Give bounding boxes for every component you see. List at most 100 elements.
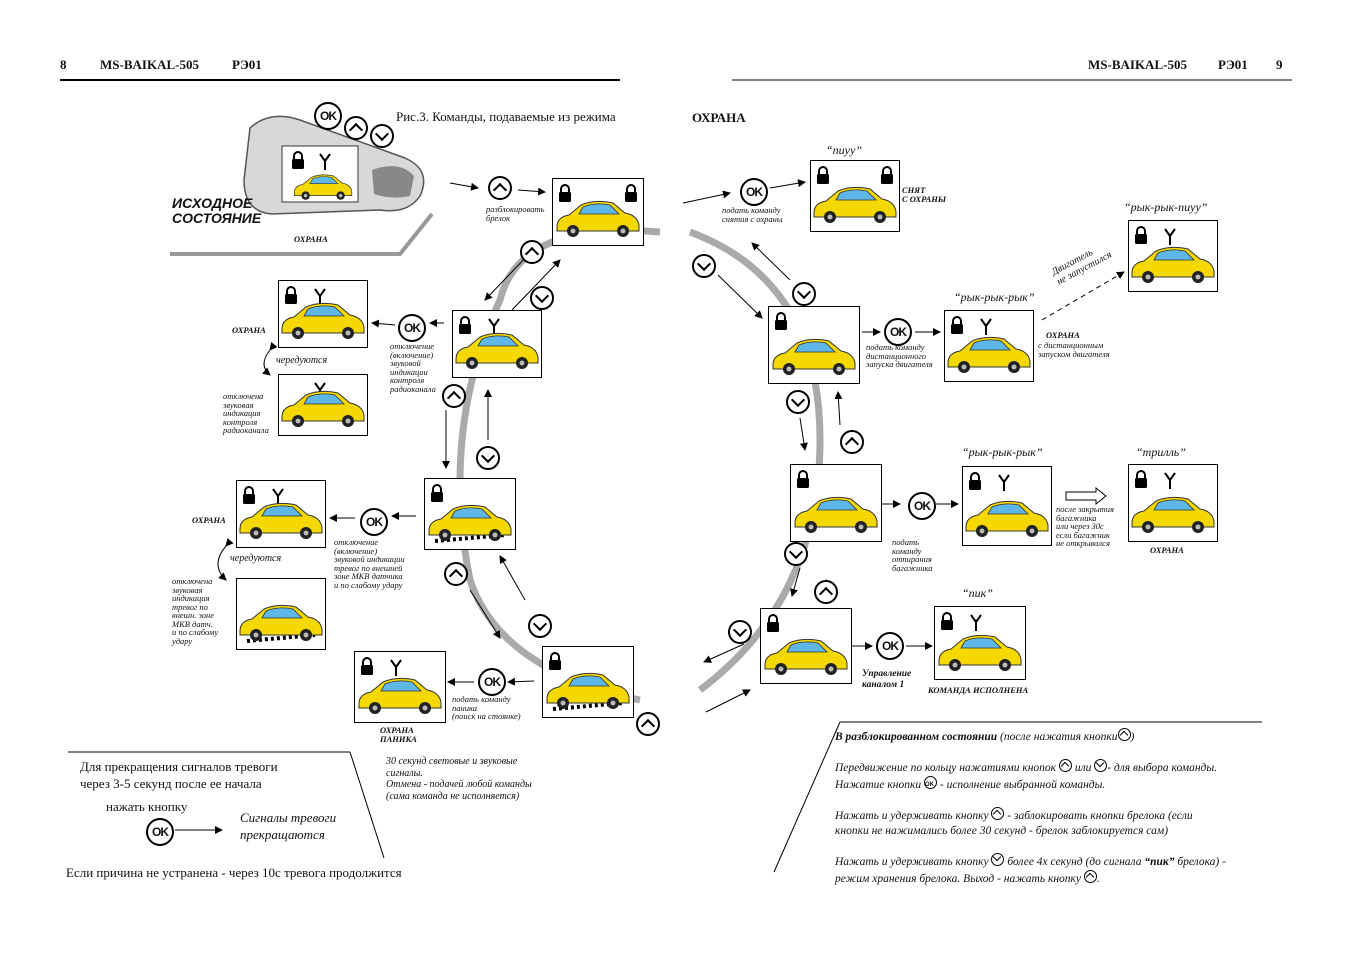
note-p1-2: Нажатие кнопки - исполнение выбранной ко… bbox=[835, 776, 1275, 793]
panic-mode-label: ОХРАНА ПАНИКА bbox=[380, 726, 417, 743]
trunk-command-line: отпирания bbox=[892, 554, 932, 564]
keyfob-display-panel bbox=[760, 608, 852, 684]
car-icon bbox=[556, 200, 640, 238]
up-button-icon bbox=[444, 562, 468, 586]
lock-icon bbox=[284, 286, 298, 305]
right-header-code: РЭ01 bbox=[1218, 57, 1248, 72]
trunk-sound: “рык-рык-рык” bbox=[962, 445, 1043, 459]
note-p1: Передвижение по кольцу нажатиями кнопок … bbox=[835, 759, 1275, 776]
alarm-line2: через 3-5 секунд после ее начала bbox=[80, 776, 262, 791]
shock-off-line: внешн. зоне bbox=[172, 610, 215, 620]
initial-state-line2: СОСТОЯНИЕ bbox=[172, 210, 262, 226]
shock-off-line: звуковая bbox=[172, 584, 203, 595]
right-header-title: MS-BAIKAL-505 bbox=[1088, 57, 1187, 72]
car-icon bbox=[772, 338, 856, 376]
up-button-icon bbox=[1083, 870, 1097, 883]
disarm-command-line1: подать команду bbox=[722, 205, 781, 215]
keyfob-display-panel bbox=[542, 646, 634, 718]
panic-command-line: паника bbox=[452, 702, 477, 713]
down-button-icon bbox=[728, 620, 752, 644]
down-button-icon bbox=[692, 254, 716, 278]
initial-state-line1: ИСХОДНОЕ bbox=[172, 195, 253, 211]
up-button-icon bbox=[991, 807, 1005, 820]
shock-off-line: удару bbox=[172, 635, 193, 646]
unlock-label-line2: брелок bbox=[486, 212, 511, 223]
down-button-icon bbox=[528, 614, 552, 638]
ok-button-icon: OK bbox=[908, 492, 936, 520]
start-command-label: подать команду дистанционного запуска дв… bbox=[866, 343, 933, 369]
note-p3a: Нажать и удерживать кнопку bbox=[835, 856, 989, 868]
keyfob-display-panel bbox=[552, 178, 644, 246]
radio-off-line: индикация bbox=[223, 408, 261, 418]
shock-toggle-line: (включение) bbox=[334, 545, 378, 556]
shock-toggle-line: отключение bbox=[334, 537, 379, 547]
shock-off-line: МКВ датч. bbox=[172, 618, 213, 629]
lock-icon bbox=[766, 614, 780, 633]
keyfob-display-panel bbox=[934, 606, 1026, 680]
start-result-label: с дистанционным запуском двигателя bbox=[1038, 341, 1110, 358]
panic-note-line: сигналы. bbox=[386, 767, 423, 779]
alarm-footer: Если причина не устранена - через 10с тр… bbox=[66, 865, 402, 880]
down-button-icon bbox=[370, 124, 394, 148]
car-icon bbox=[947, 336, 1031, 374]
ok-button-icon bbox=[923, 776, 937, 793]
car-icon bbox=[764, 638, 848, 676]
up-button-icon bbox=[1117, 728, 1131, 741]
lock-icon bbox=[291, 151, 305, 170]
shock-off-line: тревог по bbox=[172, 601, 208, 612]
trunk-command-label: подать команду отпирания багажника bbox=[892, 538, 932, 572]
panic-note-line: Отмена - подачей любой команды bbox=[386, 779, 532, 790]
up-button-icon bbox=[442, 384, 466, 408]
keyfob-display-panel bbox=[236, 480, 326, 548]
down-button-icon bbox=[784, 542, 808, 566]
car-icon bbox=[938, 634, 1022, 672]
car-icon bbox=[965, 500, 1049, 538]
panic-note-line: (сама команда не исполняется) bbox=[386, 790, 520, 802]
keyfob-display-panel bbox=[354, 651, 446, 723]
disarm-command-line2: снятия с охраны bbox=[722, 213, 783, 224]
panic-command-line: (поиск на стоянке) bbox=[452, 711, 521, 721]
radio-off-line: отключена bbox=[223, 391, 264, 401]
keyfob-display-panel bbox=[768, 306, 860, 384]
car-icon bbox=[455, 332, 539, 370]
down-button-icon bbox=[1094, 759, 1108, 772]
figure-caption-mode: ОХРАНА bbox=[692, 110, 746, 125]
panic-mode-line1: ОХРАНА bbox=[380, 725, 414, 735]
up-button-icon bbox=[636, 712, 660, 736]
unlock-label: разблокировать брелок bbox=[486, 205, 545, 222]
start-result-line1: с дистанционным bbox=[1038, 340, 1104, 350]
shock-off-label: отключена звуковая индикация тревог по в… bbox=[172, 577, 218, 645]
car-icon bbox=[428, 504, 512, 542]
alternate-label-1: чередуются bbox=[276, 355, 328, 366]
car-icon bbox=[281, 302, 365, 340]
note-unlocked: В разблокированном состоянии (после нажа… bbox=[835, 728, 1275, 745]
note-p2a: Нажать и удерживать кнопку bbox=[835, 810, 989, 822]
guard-label-2: ОХРАНА bbox=[192, 515, 226, 525]
left-page-number: 8 bbox=[60, 57, 67, 72]
channel1-line1: Управление bbox=[862, 669, 912, 679]
keyfob-display-panel bbox=[278, 374, 368, 436]
shock-off-line: индикация bbox=[172, 593, 210, 603]
disarm-result-line2: С ОХРАНЫ bbox=[902, 193, 947, 204]
antenna-icon bbox=[998, 474, 1010, 492]
note-unlocked-end: ) bbox=[1130, 731, 1135, 743]
keyfob-screen bbox=[291, 151, 353, 200]
lock-icon bbox=[968, 472, 982, 491]
car-icon bbox=[239, 604, 323, 642]
shock-toggle-label: отключение (включение) звуковой индикаци… bbox=[334, 538, 405, 589]
note-unlocked-bold: В разблокированном состоянии bbox=[835, 731, 998, 743]
figure-caption: Рис.3. Команды, подаваемые из режима bbox=[396, 109, 616, 124]
antenna-icon bbox=[1164, 472, 1176, 490]
radio-off-label: отключена звуковая индикация контроля ра… bbox=[223, 392, 269, 435]
car-icon bbox=[813, 186, 897, 224]
car-icon bbox=[294, 174, 353, 200]
keyfob-display-panel bbox=[1128, 464, 1218, 542]
panic-note-line: 30 секунд световые и звуковые bbox=[386, 756, 518, 767]
car-icon bbox=[794, 496, 878, 534]
shock-toggle-line: и по слабому удару bbox=[334, 579, 403, 590]
lock-icon bbox=[950, 316, 964, 335]
antenna-icon bbox=[314, 288, 326, 306]
radio-toggle-line: звуковой bbox=[390, 358, 421, 368]
lock-icon bbox=[548, 652, 562, 671]
antenna-icon bbox=[970, 614, 982, 632]
